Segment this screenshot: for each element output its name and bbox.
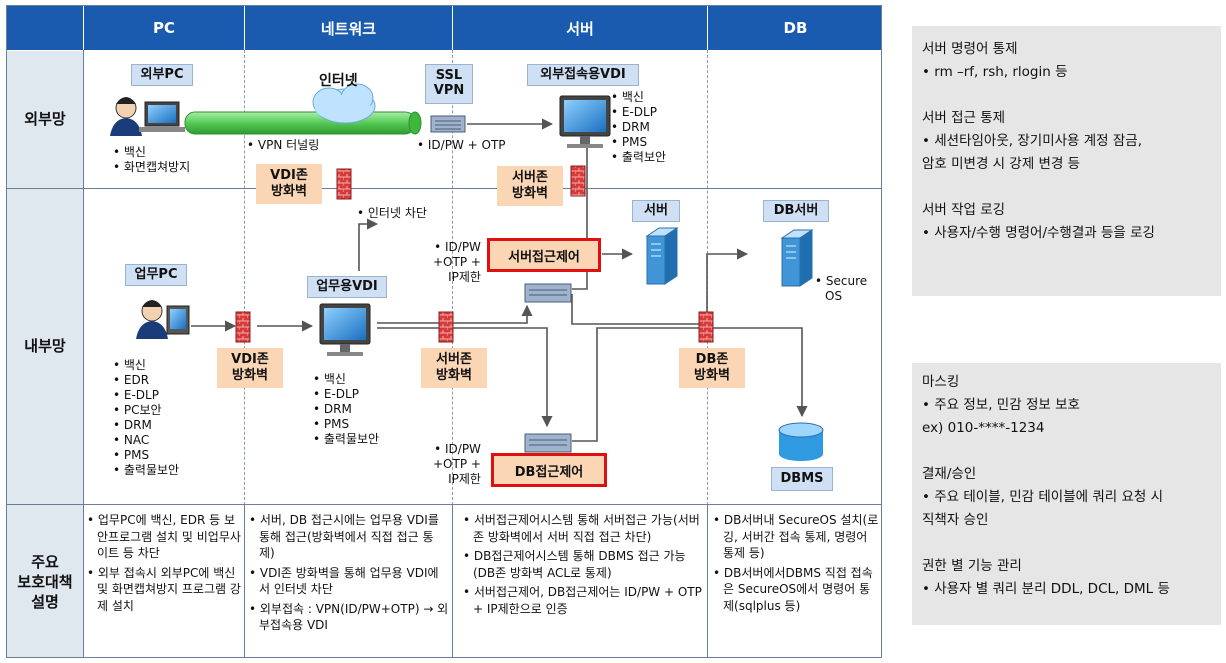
external-vdi-controls: • 백신• E-DLP• DRM• PMS• 출력보안	[611, 90, 667, 164]
external-vdi-monitor-icon	[559, 95, 611, 148]
server-measures-description: • 서버접근제어시스템 통해 서버접근 가능(서버존 방화벽에서 서버 직접 접…	[463, 513, 702, 616]
db-access-gateway-icon	[524, 433, 572, 453]
grid-line	[7, 504, 881, 505]
grid-line	[244, 504, 245, 657]
vpn-tunneling-label: • VPN 터널링	[247, 138, 320, 152]
vpn-tunnel	[184, 111, 422, 135]
server-firewall-bottom-label: 서버존 방화벽	[421, 348, 487, 388]
db-access-control-highlight: DB접근제어	[491, 453, 607, 487]
db-server-tower-icon	[780, 229, 814, 287]
db-control-notes-text: 마스킹 • 주요 정보, 민감 정보 보호 ex) 010-****-1234 …	[922, 374, 1170, 597]
server-auth-label: • ID/PW+OTP +IP제한	[433, 240, 481, 284]
arrow	[377, 327, 553, 428]
server-access-gateway-icon	[524, 283, 572, 303]
external-pc-controls: • 백신• 화면캡쳐방지	[113, 145, 191, 174]
header-network: 네트워크	[245, 6, 452, 50]
server-control-notes-text: 서버 명령어 통제 • rm –rf, rsh, rlogin 등 서버 접근 …	[922, 41, 1155, 241]
grid-line	[452, 50, 453, 505]
server-access-control-highlight: 서버접근제어	[487, 238, 601, 272]
work-pc-label: 업무PC	[125, 264, 187, 286]
security-architecture-diagram: PC 네트워크 서버 DB 외부망 내부망 주요 보호대책 설명	[6, 5, 882, 658]
vdi-firewall-bottom-label: VDI존 방화벽	[217, 348, 283, 388]
network-measures-description: • 서버, DB 접근시에는 업무용 VDI를 통해 접근(방화벽에서 직접 접…	[249, 513, 449, 632]
firewall-vdi-bottom-icon	[235, 311, 251, 343]
server-control-notes-panel: 서버 명령어 통제 • rm –rf, rsh, rlogin 등 서버 접근 …	[912, 26, 1221, 296]
grid-line	[707, 504, 708, 657]
internet-label: 인터넷	[319, 73, 358, 89]
work-pc-controls: • 백신• EDR• E-DLP• PC보안• DRM• NAC• PMS• 출…	[113, 358, 180, 477]
row-label-outer: 외부망	[7, 51, 83, 188]
header-db: DB	[708, 6, 881, 50]
work-pc-user-icon	[136, 300, 190, 339]
internet-cloud-icon	[312, 83, 376, 124]
arrow	[572, 327, 808, 442]
header-corner	[7, 6, 83, 50]
external-vdi-label: 외부접속용VDI	[527, 64, 639, 86]
grid-line	[7, 188, 881, 189]
db-auth-label: • ID/PW+OTP +IP제한	[433, 442, 481, 486]
ssl-vpn-label: SSL VPN	[425, 64, 473, 104]
vpn-auth-label: • ID/PW + OTP	[417, 138, 506, 152]
row-label-inner: 내부망	[7, 189, 83, 504]
work-vdi-label: 업무용VDI	[307, 276, 387, 298]
grid-line	[83, 50, 84, 657]
pc-measures-description: • 업무PC에 백신, EDR 등 보안프로그램 설치 및 비업무사이트 등 차…	[87, 513, 241, 613]
db-firewall-label: DB존 방화벽	[679, 348, 745, 388]
ssl-vpn-appliance-icon	[430, 115, 466, 133]
grid-line	[244, 50, 245, 505]
row-label-measures: 주요 보호대책 설명	[7, 505, 83, 657]
header-pc: PC	[84, 6, 244, 50]
server-label: 서버	[632, 200, 680, 222]
db-server-label: DB서버	[763, 200, 829, 222]
dbms-label: DBMS	[771, 467, 833, 491]
work-vdi-monitor-icon	[319, 303, 371, 356]
arrow	[572, 136, 588, 290]
firewall-server-top-icon	[570, 165, 586, 197]
external-pc-user-icon	[110, 97, 185, 136]
external-pc-label: 외부PC	[131, 64, 193, 86]
vdi-firewall-top-label: VDI존 방화벽	[256, 164, 322, 204]
server-tower-icon	[645, 227, 679, 285]
dbms-database-icon	[778, 422, 824, 461]
arrow	[377, 304, 533, 324]
server-firewall-top-label: 서버존 방화벽	[497, 166, 563, 206]
internet-block-label: • 인터넷 차단	[357, 206, 427, 220]
work-vdi-controls: • 백신• E-DLP• DRM• PMS• 출력물보안	[313, 372, 380, 446]
arrow	[358, 218, 379, 271]
db-control-notes-panel: 마스킹 • 주요 정보, 민감 정보 보호 ex) 010-****-1234 …	[912, 363, 1221, 625]
firewall-db-icon	[698, 311, 714, 343]
firewall-vdi-top-icon	[336, 168, 352, 200]
grid-line	[452, 504, 453, 657]
firewall-server-bottom-icon	[438, 311, 454, 343]
header-server: 서버	[453, 6, 707, 50]
diagram-graphics	[110, 83, 824, 461]
db-measures-description: • DB서버내 SecureOS 설치(로깅, 서버간 접속 통제, 명령어 통…	[713, 513, 879, 613]
